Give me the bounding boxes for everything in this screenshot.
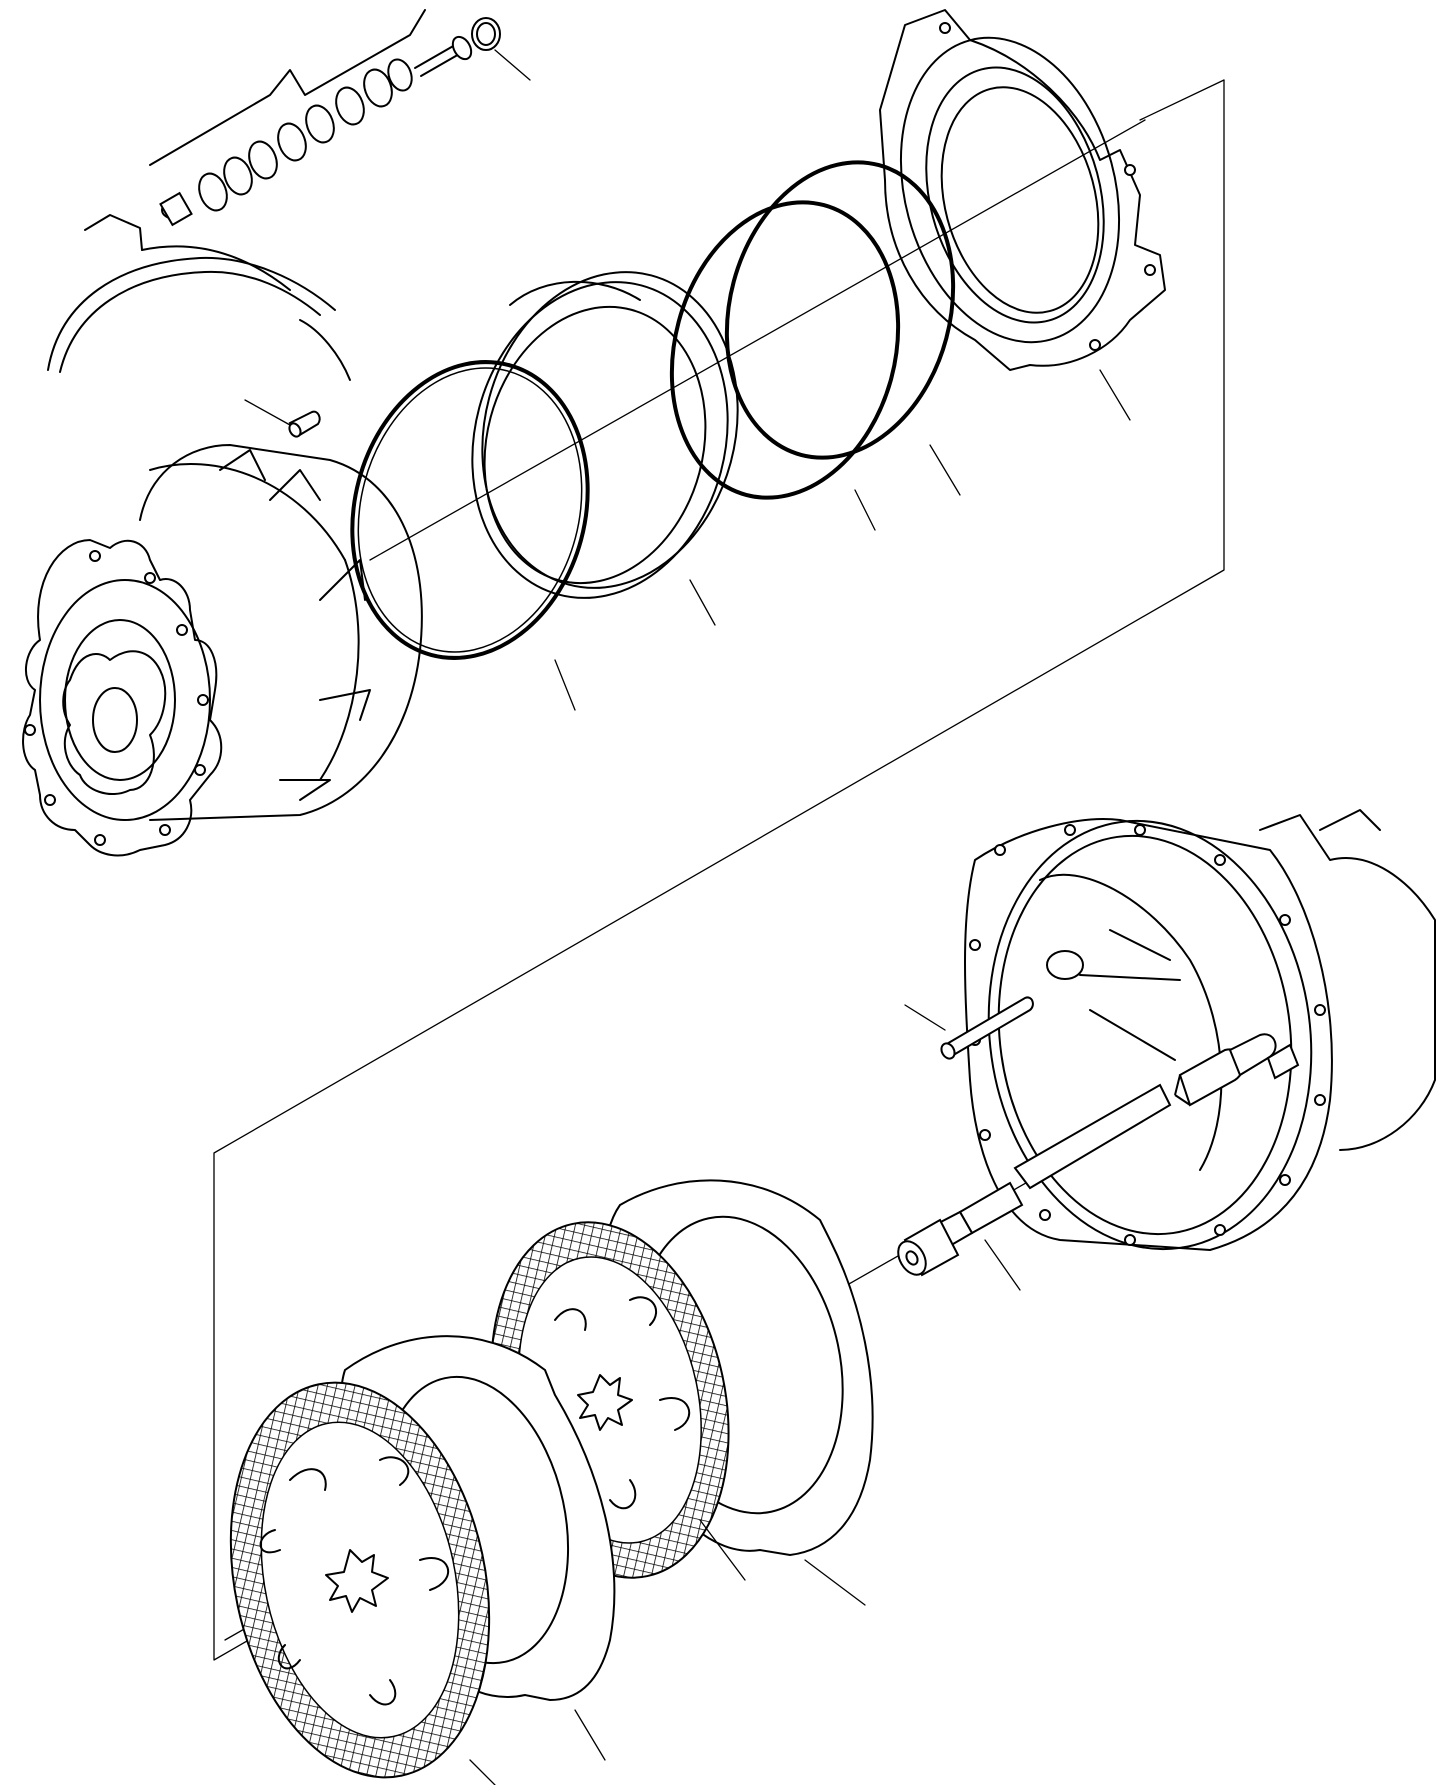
friction-disc-front: [229, 1381, 496, 1785]
spring-washers: [159, 58, 413, 227]
seal-ring-split: [669, 200, 901, 531]
dowel-pin-lower: [904, 996, 1034, 1060]
axle-housing-partial: [47, 214, 351, 381]
spring-kit: [149, 9, 531, 227]
brake-housing-cover: [879, 9, 1166, 421]
bolt: [414, 35, 473, 77]
upper-axis-line: [369, 119, 1146, 561]
drive-shaft: [897, 1033, 1300, 1291]
snap-ring: [471, 17, 531, 81]
brake-piston: [471, 271, 739, 626]
dowel-pin-upper: [244, 399, 321, 438]
o-ring-2: [724, 160, 961, 496]
wheel-hub: [22, 444, 423, 857]
o-ring-1: [350, 360, 590, 711]
differential-housing: [964, 809, 1436, 1251]
shaft-spline-end: [897, 1218, 960, 1277]
